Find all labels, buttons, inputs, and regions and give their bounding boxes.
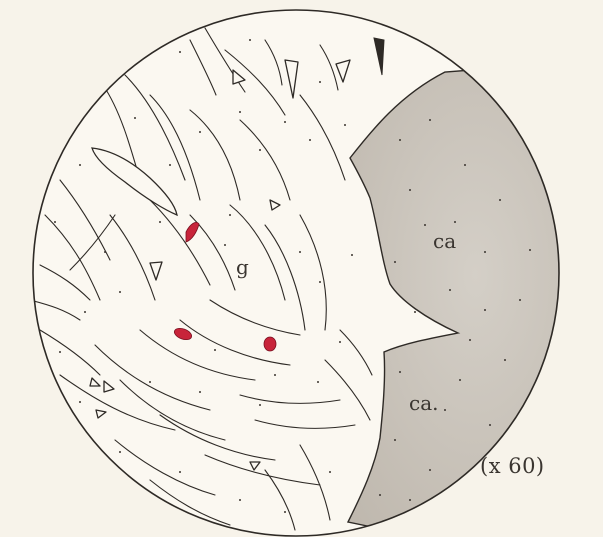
magnification-label: (x 60)	[480, 456, 545, 477]
calcite-upper-label: ca	[433, 231, 456, 251]
grain-region-label: g	[236, 257, 249, 277]
calcite-lower-label: ca.	[409, 393, 438, 413]
